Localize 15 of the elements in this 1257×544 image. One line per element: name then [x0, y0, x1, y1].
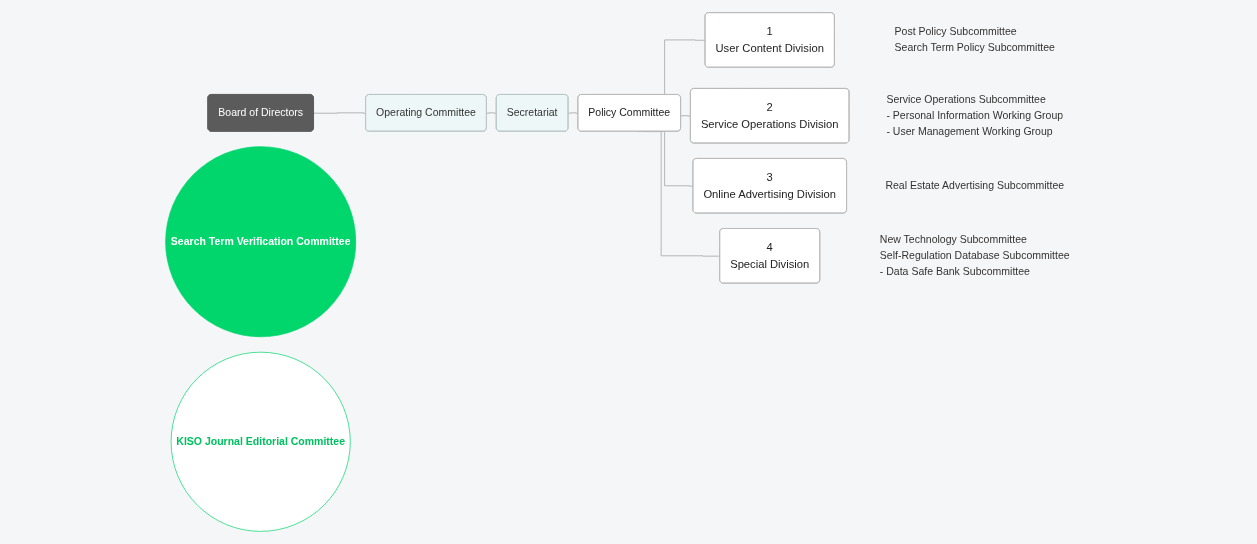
node-label: Self-Regulation Database Subcommittee	[880, 249, 1070, 262]
connector	[680, 115, 692, 117]
connector	[568, 112, 579, 114]
node-circle: KISO Journal Editorial Committee	[171, 351, 351, 532]
node-circle: Search Term Verification Committee	[165, 146, 357, 338]
node-label: New Technology Subcommittee	[880, 233, 1028, 246]
connector	[486, 112, 498, 114]
node-label: - Personal Information Working Group	[886, 109, 1064, 122]
node-label: Real Estate Advertising Subcommittee	[885, 179, 1065, 192]
node-label: Search Term Policy Subcommittee	[894, 41, 1056, 54]
node-label: - User Management Working Group	[886, 125, 1053, 137]
node-label: Post Policy Subcommittee	[894, 25, 1017, 38]
node-label: Service Operations Subcommittee	[886, 93, 1047, 106]
node-label: - Data Safe Bank Subcommittee	[880, 265, 1031, 277]
connector	[313, 112, 367, 114]
